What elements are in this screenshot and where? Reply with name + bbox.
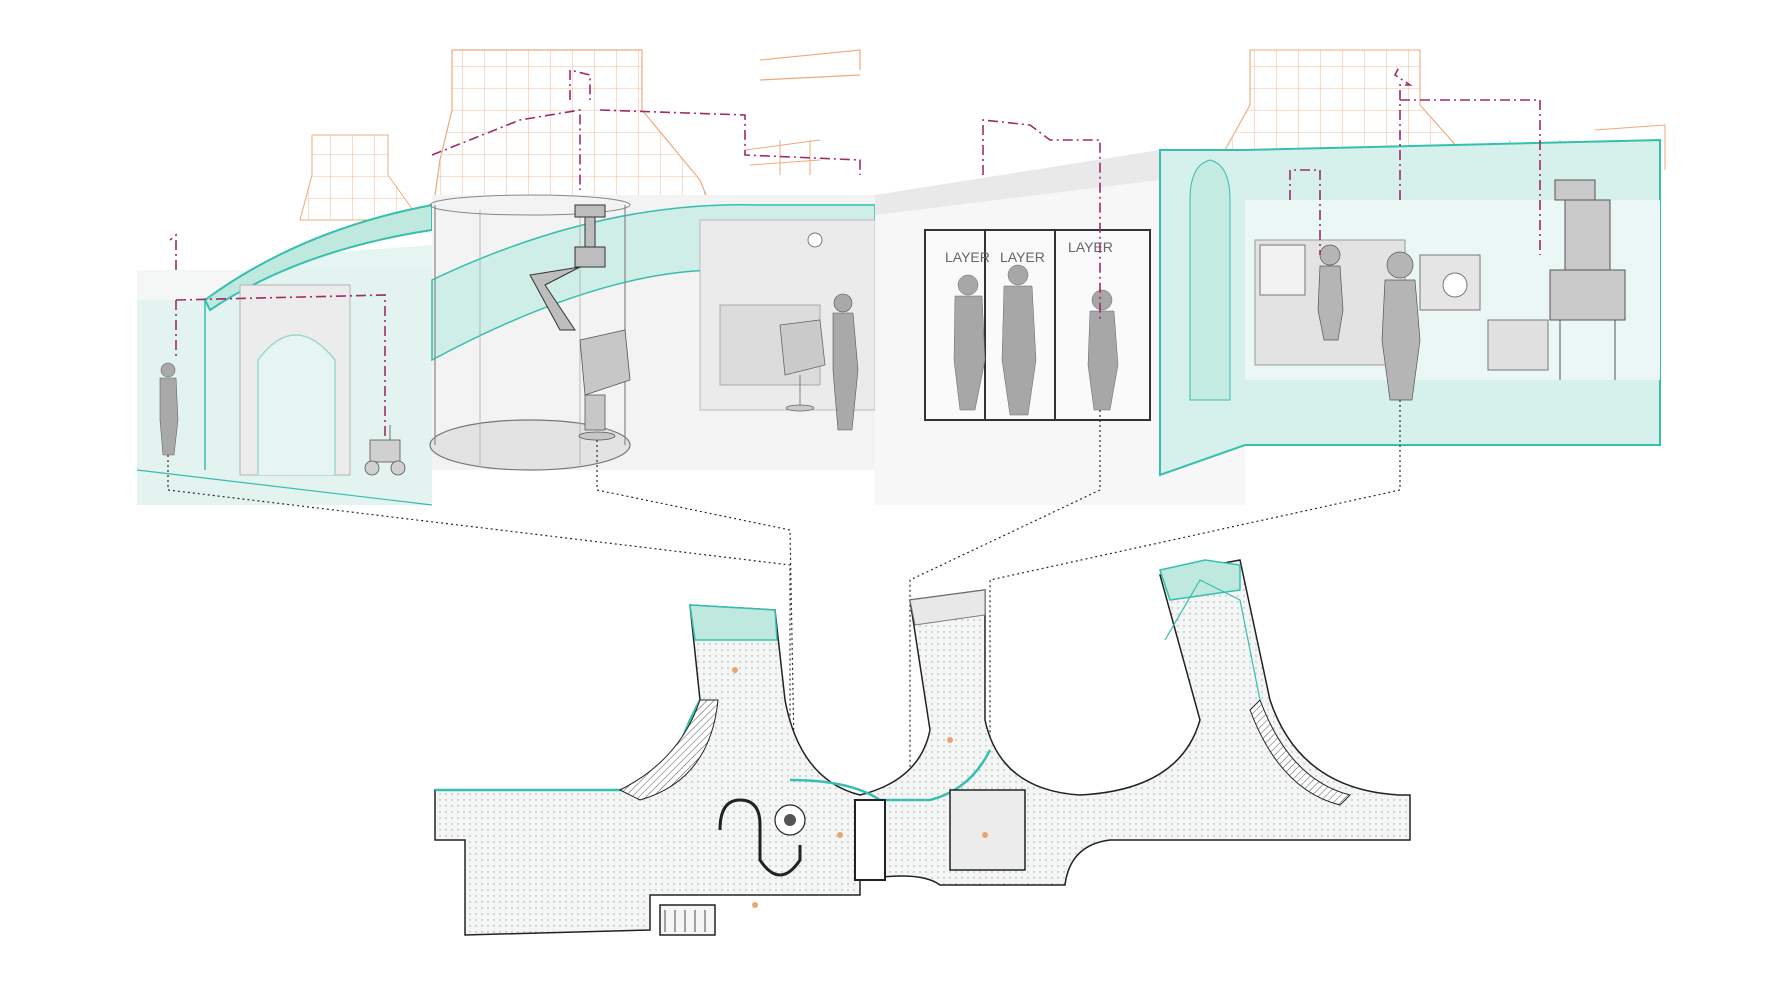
chair-icon [578, 329, 631, 441]
robot-arm-icon [529, 204, 606, 331]
booth-label-2: LAYER [1000, 249, 1045, 265]
arch-icon [257, 334, 336, 475]
person-icon [953, 264, 1119, 416]
booth-label: LAYER [1068, 239, 1113, 255]
visitor-path [431, 109, 861, 190]
visitor-path [169, 233, 386, 440]
booth-label: LAYER [1000, 249, 1045, 265]
vignette-layer-booths: LAYER LAYER LAYER [875, 119, 1245, 505]
rover-icon [364, 425, 406, 476]
vignette-entrance-arch [136, 203, 433, 506]
booth-label-1: LAYER [945, 249, 990, 265]
wireframe-towers [299, 49, 1666, 231]
visitor-path [1289, 64, 1541, 255]
leader-lines [167, 400, 1401, 801]
machine-icon [1549, 179, 1626, 380]
visitor-path [982, 119, 1101, 320]
person-icon [832, 293, 859, 431]
astronaut-icon [1317, 244, 1421, 401]
floor-plan [434, 559, 1411, 936]
person-icon [159, 362, 179, 456]
visitor-path [569, 68, 591, 100]
vignette-robotic-arm [429, 68, 876, 471]
booth-label-3: LAYER [1068, 239, 1113, 255]
booth-label: LAYER [945, 249, 990, 265]
chair-icon [779, 319, 826, 412]
vignette-spacesuit-lab [1159, 64, 1661, 477]
plan-corridor [434, 559, 1411, 936]
